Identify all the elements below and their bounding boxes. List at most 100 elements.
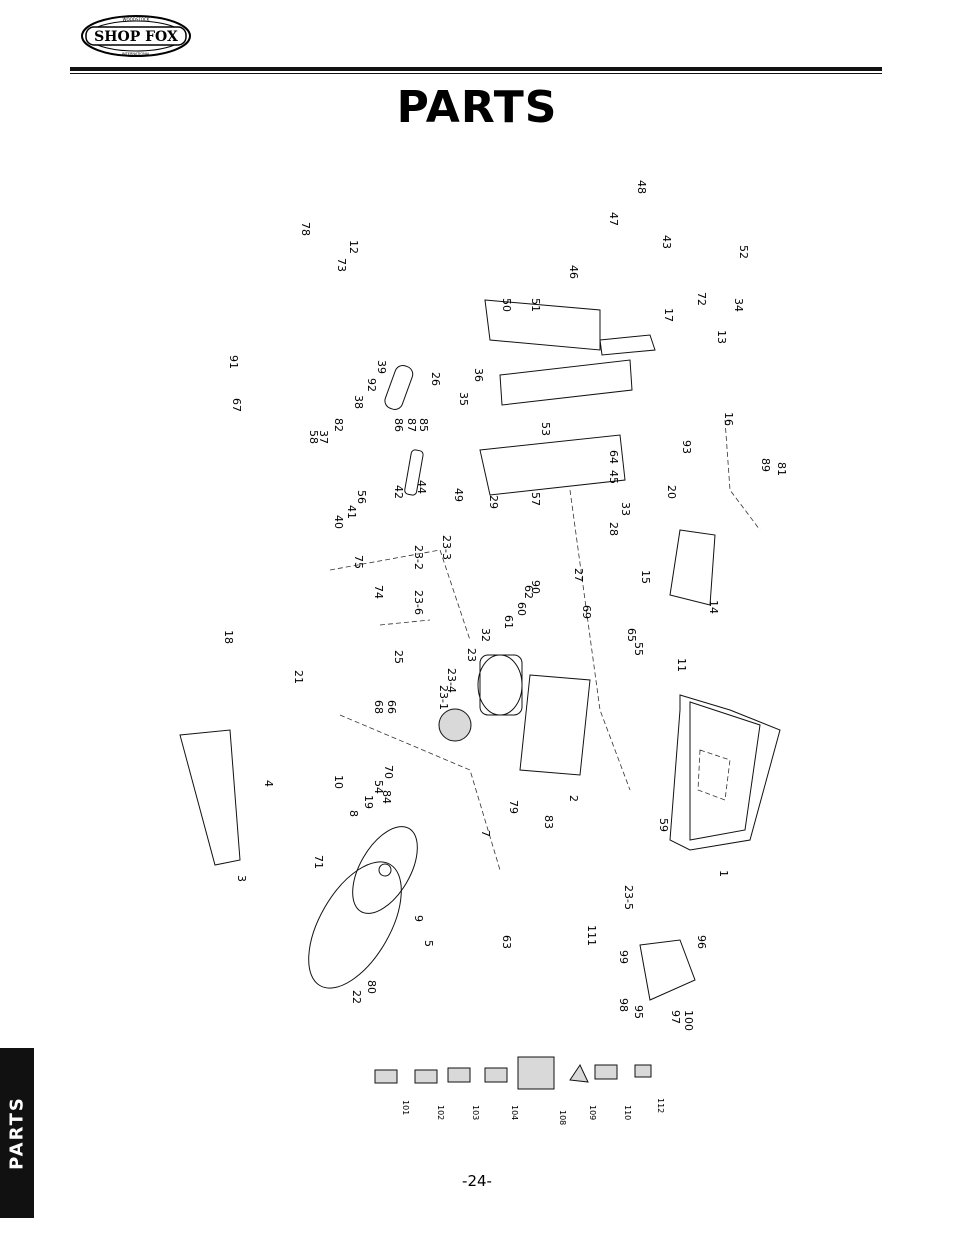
callout-50: 50	[500, 298, 513, 312]
callout-8: 8	[347, 810, 360, 817]
callout-17: 17	[662, 308, 675, 322]
callout-29: 29	[487, 495, 500, 509]
callout-23: 23	[465, 648, 478, 662]
callout-68: 68	[372, 700, 385, 714]
callout-40: 40	[332, 515, 345, 529]
callout-16: 16	[722, 412, 735, 426]
base-cabinet	[669, 694, 781, 851]
callout-98: 98	[617, 998, 630, 1012]
callout-108: 108	[558, 1110, 567, 1125]
callout-100: 100	[682, 1010, 695, 1031]
callout-43: 43	[660, 235, 673, 249]
callout-3: 3	[235, 875, 248, 882]
callout-23-2: 23-2	[412, 545, 425, 570]
callout-11: 11	[675, 658, 688, 672]
callout-61: 61	[502, 615, 515, 629]
callout-21: 21	[292, 670, 305, 684]
callout-102: 102	[436, 1105, 445, 1120]
callout-71: 71	[312, 855, 325, 869]
callout-7: 7	[479, 830, 492, 837]
callout-labels: 1 2 3 4 5 7 8 9 10 11 12 13 14 15 16 17 …	[222, 180, 788, 1125]
callout-33: 33	[619, 502, 632, 516]
callout-58: 58	[307, 430, 320, 444]
callout-4: 4	[262, 780, 275, 787]
sanding-disc	[308, 826, 418, 989]
callout-95: 95	[632, 1005, 645, 1019]
callout-75: 75	[352, 555, 365, 569]
callout-72: 72	[695, 292, 708, 306]
callout-89: 89	[759, 458, 772, 472]
label-sheets	[374, 1056, 652, 1090]
callout-32: 32	[479, 628, 492, 642]
callout-62: 62	[522, 585, 535, 599]
callout-44: 44	[415, 480, 428, 494]
callout-22: 22	[350, 990, 363, 1004]
callout-101: 101	[401, 1100, 410, 1115]
callout-13: 13	[715, 330, 728, 344]
callout-39: 39	[375, 360, 388, 374]
motor-assembly	[438, 654, 523, 742]
page-title: PARTS	[396, 82, 558, 133]
callout-42: 42	[392, 485, 405, 499]
callout-14: 14	[707, 600, 720, 614]
callout-51: 51	[529, 298, 542, 312]
callout-83: 83	[542, 815, 555, 829]
callout-54: 54	[372, 780, 385, 794]
callout-82: 82	[332, 418, 345, 432]
callout-81: 81	[775, 462, 788, 476]
callout-104: 104	[510, 1105, 519, 1120]
callout-63: 63	[500, 935, 513, 949]
callout-64: 64	[607, 450, 620, 464]
callout-65: 65	[625, 628, 638, 642]
exploded-parts-diagram: 1 2 3 4 5 7 8 9 10 11 12 13 14 15 16 17 …	[179, 180, 788, 1125]
callout-5: 5	[422, 940, 435, 947]
callout-80: 80	[365, 980, 378, 994]
callout-87: 87	[405, 418, 418, 432]
callout-79: 79	[507, 800, 520, 814]
callout-37: 37	[317, 430, 330, 444]
callout-15: 15	[639, 570, 652, 584]
callout-25: 25	[392, 650, 405, 664]
callout-78: 78	[299, 222, 312, 236]
callout-45: 45	[607, 470, 620, 484]
callout-35: 35	[457, 392, 470, 406]
callout-109: 109	[588, 1105, 597, 1120]
callout-60: 60	[515, 602, 528, 616]
callout-70: 70	[382, 765, 395, 779]
callout-20: 20	[665, 485, 678, 499]
callout-27: 27	[572, 568, 585, 582]
callout-28: 28	[607, 522, 620, 536]
callout-57: 57	[529, 492, 542, 506]
callout-93: 93	[680, 440, 693, 454]
callout-23-4: 23-4	[445, 668, 458, 693]
callout-103: 103	[471, 1105, 480, 1120]
shop-fox-logo: SHOP FOX WOODSTOCK INTERNATIONAL	[81, 15, 191, 57]
callout-96: 96	[695, 935, 708, 949]
callout-23-3: 23-3	[440, 535, 453, 560]
callout-36: 36	[472, 368, 485, 382]
callout-19: 19	[362, 795, 375, 809]
belt-frame	[479, 299, 656, 496]
callout-2: 2	[567, 795, 580, 802]
miter-gauge	[639, 939, 696, 1001]
callout-23-5: 23-5	[622, 885, 635, 910]
side-table	[669, 529, 716, 606]
callout-99: 99	[617, 950, 630, 964]
callout-26: 26	[429, 372, 442, 386]
callout-10: 10	[332, 775, 345, 789]
callout-1: 1	[717, 870, 730, 877]
callout-59: 59	[657, 818, 670, 832]
callout-47: 47	[607, 212, 620, 226]
callout-91: 91	[227, 355, 240, 369]
callout-86: 86	[392, 418, 405, 432]
svg-text:SHOP FOX: SHOP FOX	[94, 29, 178, 45]
callout-111: 111	[585, 925, 598, 946]
callout-66: 66	[385, 700, 398, 714]
callout-112: 112	[656, 1098, 665, 1113]
callout-23-1: 23-1	[437, 685, 450, 710]
table-plate	[179, 729, 241, 866]
side-tab-label: PARTS	[6, 1096, 28, 1170]
callout-41: 41	[345, 505, 358, 519]
callout-97: 97	[669, 1010, 682, 1024]
page-number: -24-	[462, 1172, 492, 1190]
